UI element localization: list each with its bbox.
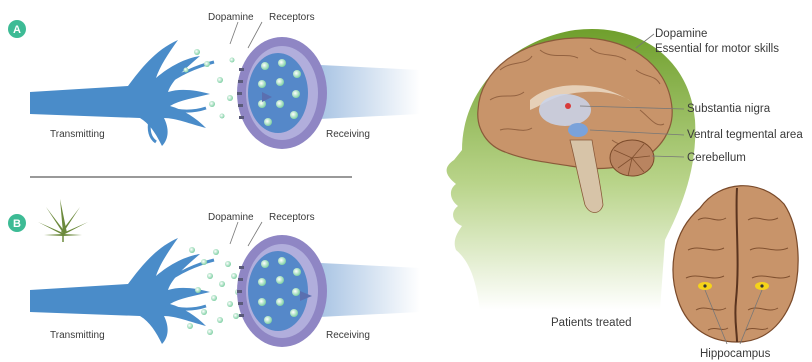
receptors-label-a: Receptors xyxy=(269,12,315,23)
hippocampus-label: Hippocampus xyxy=(700,348,771,360)
dopamine-leader-a xyxy=(230,22,238,44)
cannabis-leaf-icon xyxy=(38,199,88,242)
ventral-tegmental-marker xyxy=(568,123,588,137)
receiving-label-b: Receiving xyxy=(326,330,370,341)
brain-top-view xyxy=(673,186,798,342)
panel-b: B xyxy=(8,199,420,347)
dopamine-label-a: Dopamine xyxy=(208,12,254,23)
thalamus-region xyxy=(539,94,591,126)
dopamine-label-b: Dopamine xyxy=(208,212,254,223)
dopamine-note: Essential for motor skills xyxy=(655,43,779,55)
ventral-tegmental-label: Ventral tegmental area xyxy=(687,129,803,141)
badge-a-label: A xyxy=(13,24,21,36)
dopamine-title: Dopamine xyxy=(655,28,707,40)
dopamine-leader-b xyxy=(230,222,238,244)
receiving-label-a: Receiving xyxy=(326,129,370,140)
cerebellum-label: Cerebellum xyxy=(687,152,746,164)
transmitting-label-a: Transmitting xyxy=(50,129,105,140)
panel-a: A xyxy=(8,12,420,149)
patients-treated-label: Patients treated xyxy=(551,317,632,329)
badge-b-label: B xyxy=(13,218,21,230)
transmitting-label-b: Transmitting xyxy=(50,330,105,341)
transmitting-neuron-b xyxy=(30,238,214,344)
receptors-leader-a xyxy=(248,22,262,48)
substantia-nigra-marker xyxy=(565,103,571,109)
receptors-label-b: Receptors xyxy=(269,212,315,223)
substantia-nigra-label: Substantia nigra xyxy=(687,103,771,115)
